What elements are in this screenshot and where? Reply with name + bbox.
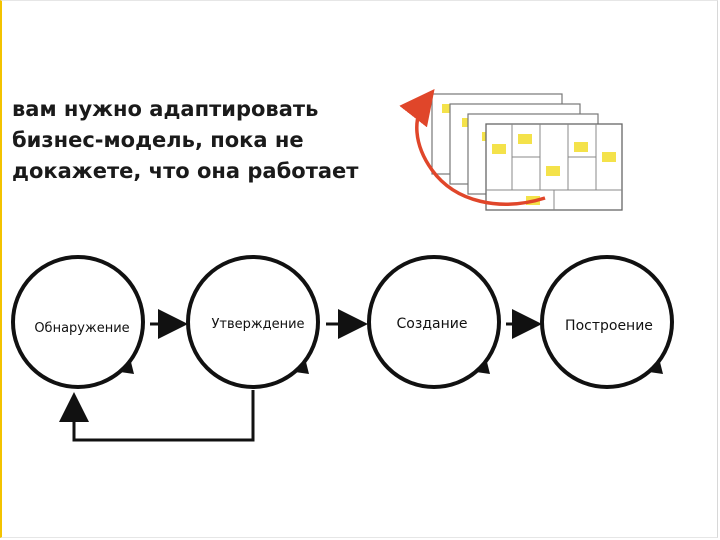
stage-circle-4 [540, 255, 674, 389]
feedback-arrow [59, 390, 255, 442]
headline-line-1: вам нужно адаптировать [12, 97, 319, 121]
cycle-arrow-icon [120, 358, 134, 374]
stage-label-2: Утверждение [211, 317, 304, 332]
canvas-stack-icon [431, 93, 623, 211]
stage-circle-1 [11, 255, 145, 389]
stage-label-1: Обнаружение [34, 321, 129, 336]
iteration-arrow-icon [399, 88, 546, 206]
stage-circle-3 [367, 255, 501, 389]
stage-label-3: Создание [397, 316, 468, 332]
stage-label-4: Построение [565, 318, 653, 334]
headline: вам нужно адаптировать бизнес-модель, по… [12, 94, 382, 187]
headline-line-2: бизнес-модель, пока не [12, 128, 304, 152]
headline-line-3: докажете, что она работает [12, 159, 359, 183]
stage-circle-2 [186, 255, 320, 389]
cycle-arrow-icon [295, 358, 309, 374]
cycle-arrow-icon [649, 358, 663, 374]
cycle-arrow-icon [476, 358, 490, 374]
